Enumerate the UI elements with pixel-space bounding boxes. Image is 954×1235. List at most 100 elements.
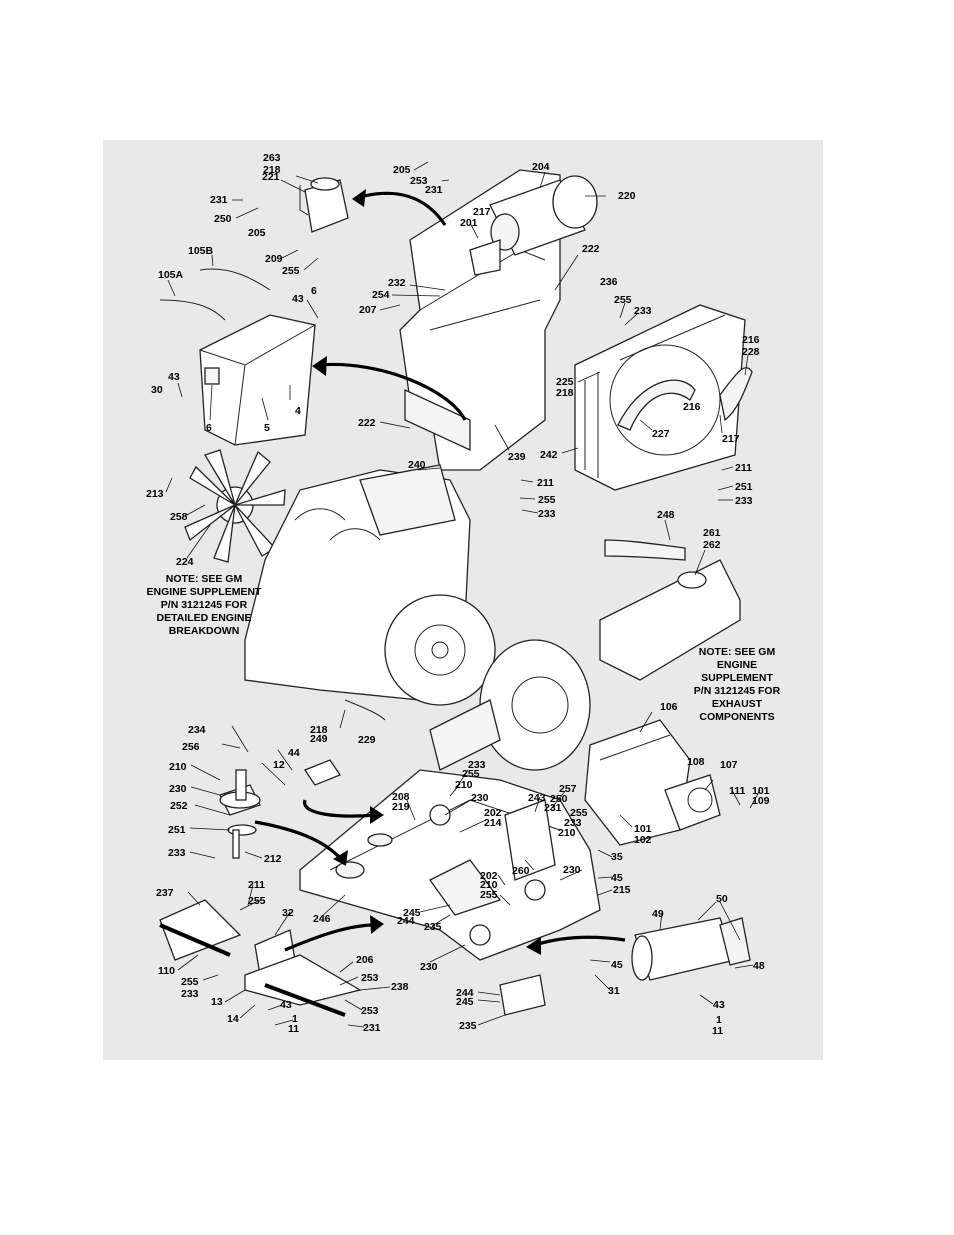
callout-102: 102: [634, 834, 652, 846]
callout-246: 246: [313, 913, 331, 925]
callout-230: 230: [420, 961, 438, 973]
exhaust-note-line: EXHAUST: [712, 698, 763, 710]
callout-210: 210: [169, 761, 187, 773]
callout-221: 221: [262, 171, 280, 183]
callout-229: 229: [358, 734, 376, 746]
callout-217: 217: [722, 433, 740, 445]
callout-202: 202: [484, 807, 502, 819]
callout-43: 43: [292, 293, 304, 305]
hydraulic-pump: [584, 719, 721, 846]
callout-231: 231: [363, 1022, 381, 1034]
callout-108: 108: [687, 756, 705, 768]
callout-255: 255: [248, 895, 266, 907]
callout-235: 235: [424, 921, 442, 933]
callout-234: 234: [188, 724, 206, 736]
callout-263: 263: [263, 152, 281, 164]
callout-211: 211: [735, 462, 752, 474]
callout-6: 6: [206, 422, 212, 434]
callout-260: 260: [512, 865, 530, 877]
callout-210: 210: [480, 879, 498, 891]
leader-lines: [165, 161, 761, 1028]
callout-231: 231: [544, 802, 562, 814]
callout-224: 224: [176, 556, 194, 568]
callout-233: 233: [735, 495, 753, 507]
radiator: [574, 304, 753, 491]
callout-235: 235: [459, 1020, 477, 1032]
callout-233: 233: [634, 305, 652, 317]
callout-206: 206: [356, 954, 374, 966]
callout-210: 210: [455, 779, 473, 791]
callout-257: 257: [559, 783, 577, 795]
callout-244: 244: [397, 915, 415, 927]
callout-249: 249: [310, 733, 328, 745]
assembly-arrows: [254, 189, 626, 955]
reservoir-tank: [299, 177, 349, 233]
callout-6: 6: [311, 285, 317, 297]
callout-253: 253: [361, 972, 379, 984]
callout-252: 252: [170, 800, 188, 812]
callout-204: 204: [532, 161, 550, 173]
battery-bracket: [244, 929, 362, 1017]
callout-30: 30: [151, 384, 163, 396]
callout-230: 230: [563, 864, 581, 876]
callout-labels: 263 218 221 231 250 205 205 253 231 204 …: [146, 152, 770, 1037]
callout-255: 255: [614, 294, 632, 306]
callout-213: 213: [146, 488, 164, 500]
callout-256: 256: [182, 741, 200, 753]
exhaust-muffler: [599, 539, 741, 681]
callout-1: 1: [716, 1014, 722, 1026]
callout-101: 101: [634, 823, 652, 835]
callout-11: 11: [712, 1025, 723, 1037]
callout-210: 210: [558, 827, 576, 839]
callout-13: 13: [211, 996, 223, 1008]
engine-note-line: BREAKDOWN: [169, 625, 240, 637]
callout-222: 222: [582, 243, 600, 255]
callout-248: 248: [657, 509, 675, 521]
callout-1: 1: [292, 1013, 298, 1025]
callout-218: 218: [263, 164, 281, 176]
callout-262: 262: [703, 539, 721, 551]
callout-253: 253: [410, 175, 428, 187]
callout-255: 255: [538, 494, 556, 506]
callout-35: 35: [611, 851, 623, 863]
callout-207: 207: [359, 304, 377, 316]
bracket-260: [504, 799, 556, 881]
callout-230: 230: [169, 783, 187, 795]
callout-43: 43: [713, 999, 725, 1011]
engine-note-line: ENGINE SUPPLEMENT: [147, 586, 263, 598]
callout-233: 233: [168, 847, 186, 859]
callout-255: 255: [462, 768, 480, 780]
callout-218: 218: [556, 387, 574, 399]
exhaust-note: NOTE: SEE GM ENGINE SUPPLEMENT P/N 31212…: [694, 646, 781, 723]
callout-233: 233: [181, 988, 199, 1000]
callout-107: 107: [720, 759, 738, 771]
engine-mount-stack: [219, 769, 261, 859]
callout-208: 208: [392, 791, 410, 803]
callout-110: 110: [158, 965, 175, 977]
callout-250: 250: [550, 793, 568, 805]
isolator-pad: [499, 974, 546, 1016]
callout-214: 214: [484, 817, 502, 829]
exhaust-note-line: COMPONENTS: [699, 711, 774, 723]
callout-237: 237: [156, 887, 174, 899]
callout-12: 12: [273, 759, 285, 771]
callout-255: 255: [282, 265, 300, 277]
callout-50: 50: [716, 893, 728, 905]
engine-note: NOTE: SEE GM ENGINE SUPPLEMENT P/N 31212…: [147, 573, 263, 637]
callout-49: 49: [652, 908, 664, 920]
strap-44: [304, 759, 341, 786]
cooling-fan: [184, 449, 286, 563]
callout-245: 245: [456, 996, 474, 1008]
callout-250: 250: [214, 213, 232, 225]
callout-258: 258: [170, 511, 188, 523]
callout-233: 233: [564, 817, 582, 829]
callout-45: 45: [611, 872, 623, 884]
callout-205: 205: [393, 164, 411, 176]
callout-32: 32: [282, 907, 294, 919]
battery-box: [159, 268, 316, 446]
exhaust-note-line: SUPPLEMENT: [701, 672, 773, 684]
callout-233: 233: [468, 759, 486, 771]
callout-205: 205: [248, 227, 266, 239]
callout-255: 255: [480, 889, 498, 901]
